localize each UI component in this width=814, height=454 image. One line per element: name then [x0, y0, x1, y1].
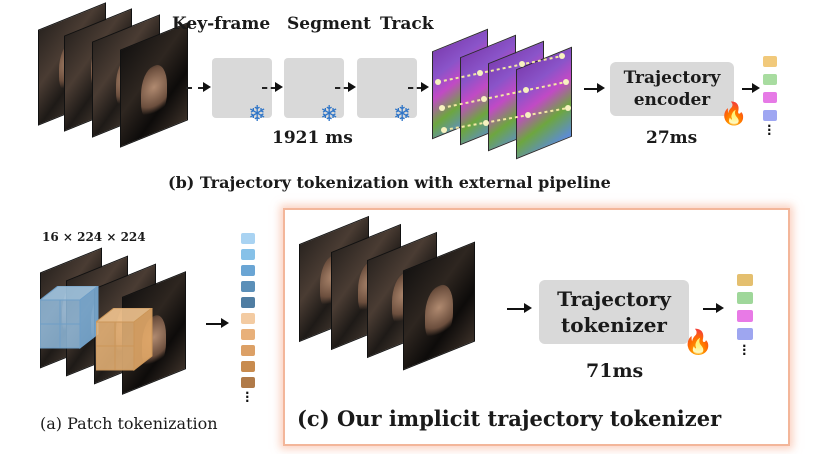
panel-a: 16 × 224 × 224 ··· (a) Patch tokeniz	[0, 200, 280, 454]
caption-a: (a) Patch tokenization	[40, 414, 218, 433]
tokenizer-label-line1: Trajectory	[557, 287, 671, 311]
arrow	[584, 88, 598, 90]
dashed-arrow	[408, 87, 422, 89]
arrowhead	[421, 82, 429, 92]
snowflake-icon: ❄	[248, 102, 267, 127]
arrow	[742, 88, 754, 90]
encoder-label-line2: encoder	[633, 90, 711, 110]
encoder-time: 27ms	[646, 128, 698, 148]
step-label-track: Track	[380, 14, 434, 34]
token	[763, 74, 777, 85]
arrowhead	[716, 303, 724, 313]
token	[763, 56, 777, 67]
caption-c: (c) Our implicit trajectory tokenizer	[297, 406, 722, 431]
tokenizer-label-line2: tokenizer	[561, 313, 667, 337]
dashed-arrow	[335, 87, 349, 89]
arrowhead	[524, 303, 532, 313]
trajectory-lines	[435, 53, 571, 133]
token	[241, 281, 255, 292]
arrowhead	[275, 82, 283, 92]
token	[737, 274, 753, 286]
token	[241, 377, 255, 388]
ellipsis: ···	[742, 339, 747, 361]
orange-patch-cube	[96, 308, 153, 372]
snowflake-icon: ❄	[320, 102, 339, 127]
arrowhead	[221, 318, 229, 328]
snowflake-icon: ❄	[393, 102, 412, 127]
panel-b: Key-frame Segment Track ❄ ❄ ❄ 1921 ms	[0, 0, 814, 200]
step-label-segment: Segment	[287, 14, 371, 34]
trajectory-encoder-box: Trajectory encoder	[610, 62, 734, 116]
step-label-keyframe: Key-frame	[172, 14, 271, 34]
token	[241, 345, 255, 356]
caption-b: (b) Trajectory tokenization with externa…	[168, 173, 611, 192]
fire-icon: 🔥	[720, 102, 748, 127]
token	[763, 92, 777, 103]
token	[737, 292, 753, 304]
arrowhead	[348, 82, 356, 92]
arrowhead	[203, 82, 211, 92]
token	[737, 310, 753, 322]
dashed-arrow	[186, 87, 204, 89]
arrow	[507, 308, 525, 310]
arrowhead	[597, 83, 605, 93]
track-module	[357, 58, 417, 118]
token	[241, 265, 255, 276]
tokenizer-time: 71ms	[586, 360, 644, 382]
pipeline-time: 1921 ms	[272, 128, 353, 148]
token	[241, 297, 255, 308]
arrow	[703, 308, 717, 310]
dashed-arrow	[262, 87, 276, 89]
blue-patch-cube	[40, 286, 99, 350]
trajectory-tokenizer-box: Trajectory tokenizer	[539, 280, 689, 344]
token	[241, 329, 255, 340]
encoder-label-line1: Trajectory	[623, 68, 721, 88]
segment-module	[284, 58, 344, 118]
token	[241, 313, 255, 324]
token	[241, 233, 255, 244]
ellipsis: ···	[245, 386, 250, 408]
arrow	[206, 323, 222, 325]
arrowhead	[752, 83, 760, 93]
token	[737, 328, 753, 340]
token	[763, 110, 777, 121]
fire-icon: 🔥	[683, 328, 713, 356]
panel-c: Trajectory tokenizer 🔥 71ms ··· (c) Our …	[283, 208, 790, 446]
token	[241, 361, 255, 372]
ellipsis: ···	[767, 119, 772, 141]
input-shape-label: 16 × 224 × 224	[42, 230, 146, 244]
token	[241, 249, 255, 260]
